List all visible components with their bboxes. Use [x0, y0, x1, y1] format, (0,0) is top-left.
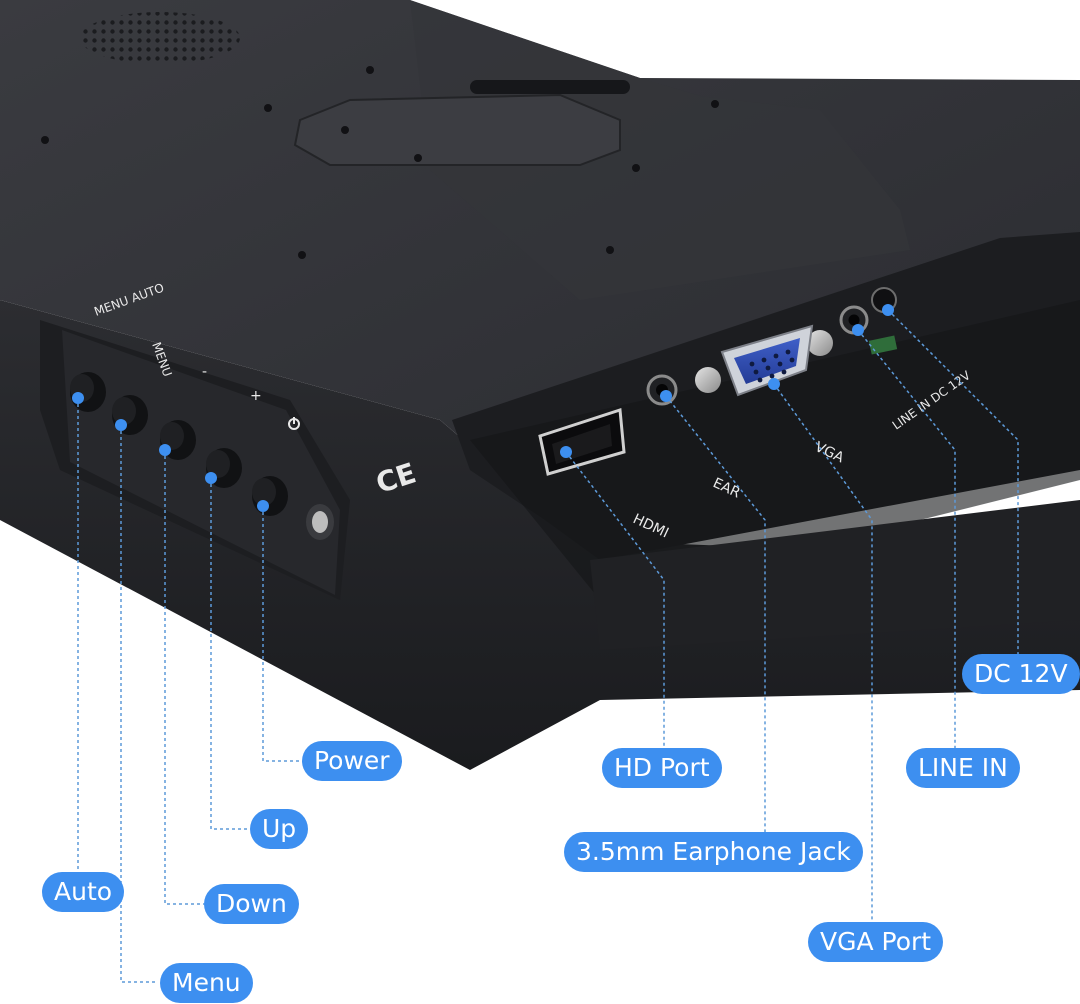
callout-down: Down: [204, 884, 299, 924]
ports: [538, 287, 898, 476]
anchor-dots: [72, 304, 894, 512]
leader-earphone: [665, 395, 766, 834]
callout-vga-port: VGA Port: [808, 922, 944, 962]
silk-plus: +: [250, 388, 262, 404]
silk-minus: -: [202, 364, 207, 380]
leader-down: [164, 450, 204, 905]
callout-auto: Auto: [42, 872, 125, 912]
callout-dc-12v: DC 12V: [962, 654, 1080, 694]
callout-up: Up: [250, 809, 309, 849]
callout-hd-port: HD Port: [602, 748, 722, 788]
power-led: [306, 504, 334, 540]
leader-dc12v: [887, 309, 1019, 656]
monitor-body: [0, 0, 1080, 770]
callout-menu: Menu: [160, 963, 253, 1003]
leader-lines: [77, 309, 1019, 983]
leader-vga: [773, 383, 873, 922]
power-button[interactable]: [252, 476, 288, 516]
vga-port: [695, 324, 833, 397]
silk-power-icon: [288, 417, 300, 430]
callout-earphone-jack: 3.5mm Earphone Jack: [564, 832, 863, 872]
leader-power: [262, 506, 302, 762]
callout-line-in: LINE IN: [906, 748, 1020, 788]
auto-button[interactable]: [70, 372, 106, 412]
callout-power: Power: [302, 741, 402, 781]
leader-up: [210, 478, 250, 830]
